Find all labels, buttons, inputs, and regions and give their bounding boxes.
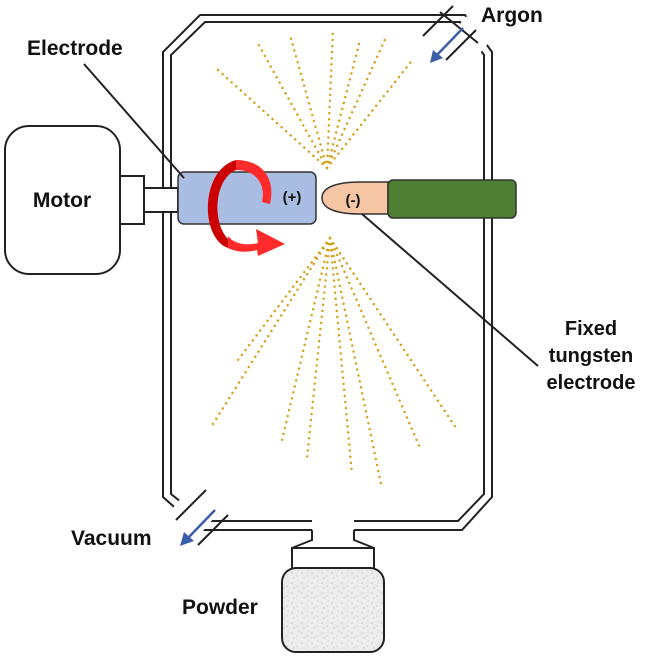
spark-line [211, 236, 332, 426]
motor-label: Motor [33, 189, 91, 212]
arrow-out-icon [180, 509, 216, 546]
motor-coupling [119, 175, 145, 225]
spark-line [254, 38, 329, 170]
spark-line [325, 28, 335, 170]
electrode-leader-line [83, 63, 185, 179]
spark-line [305, 236, 332, 460]
vacuum-outlet-gap [168, 484, 222, 538]
spark-line [288, 33, 329, 170]
argon-inlet [422, 5, 477, 63]
motor-shaft [143, 187, 179, 213]
spark-line [325, 33, 389, 170]
rotating-electrode: (+) [177, 171, 317, 225]
tungsten-electrode: (-) [321, 179, 517, 219]
negative-polarity-label: (-) [346, 192, 361, 209]
powder-fill [281, 567, 385, 653]
tungsten-label-line1: Fixed [565, 318, 617, 340]
powder-label: Powder [182, 596, 258, 619]
outlet-neck-gap [312, 518, 354, 534]
spark-line [328, 236, 383, 486]
motor: Motor [4, 125, 179, 275]
spark-line [325, 38, 362, 170]
chamber [162, 11, 493, 538]
chamber-inner-wall [170, 21, 485, 522]
spark-line [236, 236, 332, 362]
spark-line [325, 56, 416, 170]
spark-line [328, 236, 458, 430]
spark-line [328, 236, 422, 450]
argon-label: Argon [481, 4, 543, 27]
argon-inlet-gap [443, 16, 493, 66]
electrode-label: Electrode [27, 37, 123, 60]
spark-spray [211, 28, 458, 486]
positive-polarity-label: (+) [283, 189, 302, 206]
arrow-in-icon [430, 27, 464, 63]
vacuum-label: Vacuum [71, 527, 152, 550]
spark-line [280, 236, 332, 442]
spark-line [216, 68, 329, 170]
tungsten-label-line3: electrode [547, 372, 636, 394]
tungsten-label-line2: tungsten [549, 345, 633, 367]
tungsten-holder [387, 179, 517, 219]
curved-arrow-icon [207, 160, 285, 256]
tungsten-leader-line [361, 213, 539, 367]
vacuum-outlet [175, 489, 229, 546]
powder-collector [281, 530, 385, 653]
